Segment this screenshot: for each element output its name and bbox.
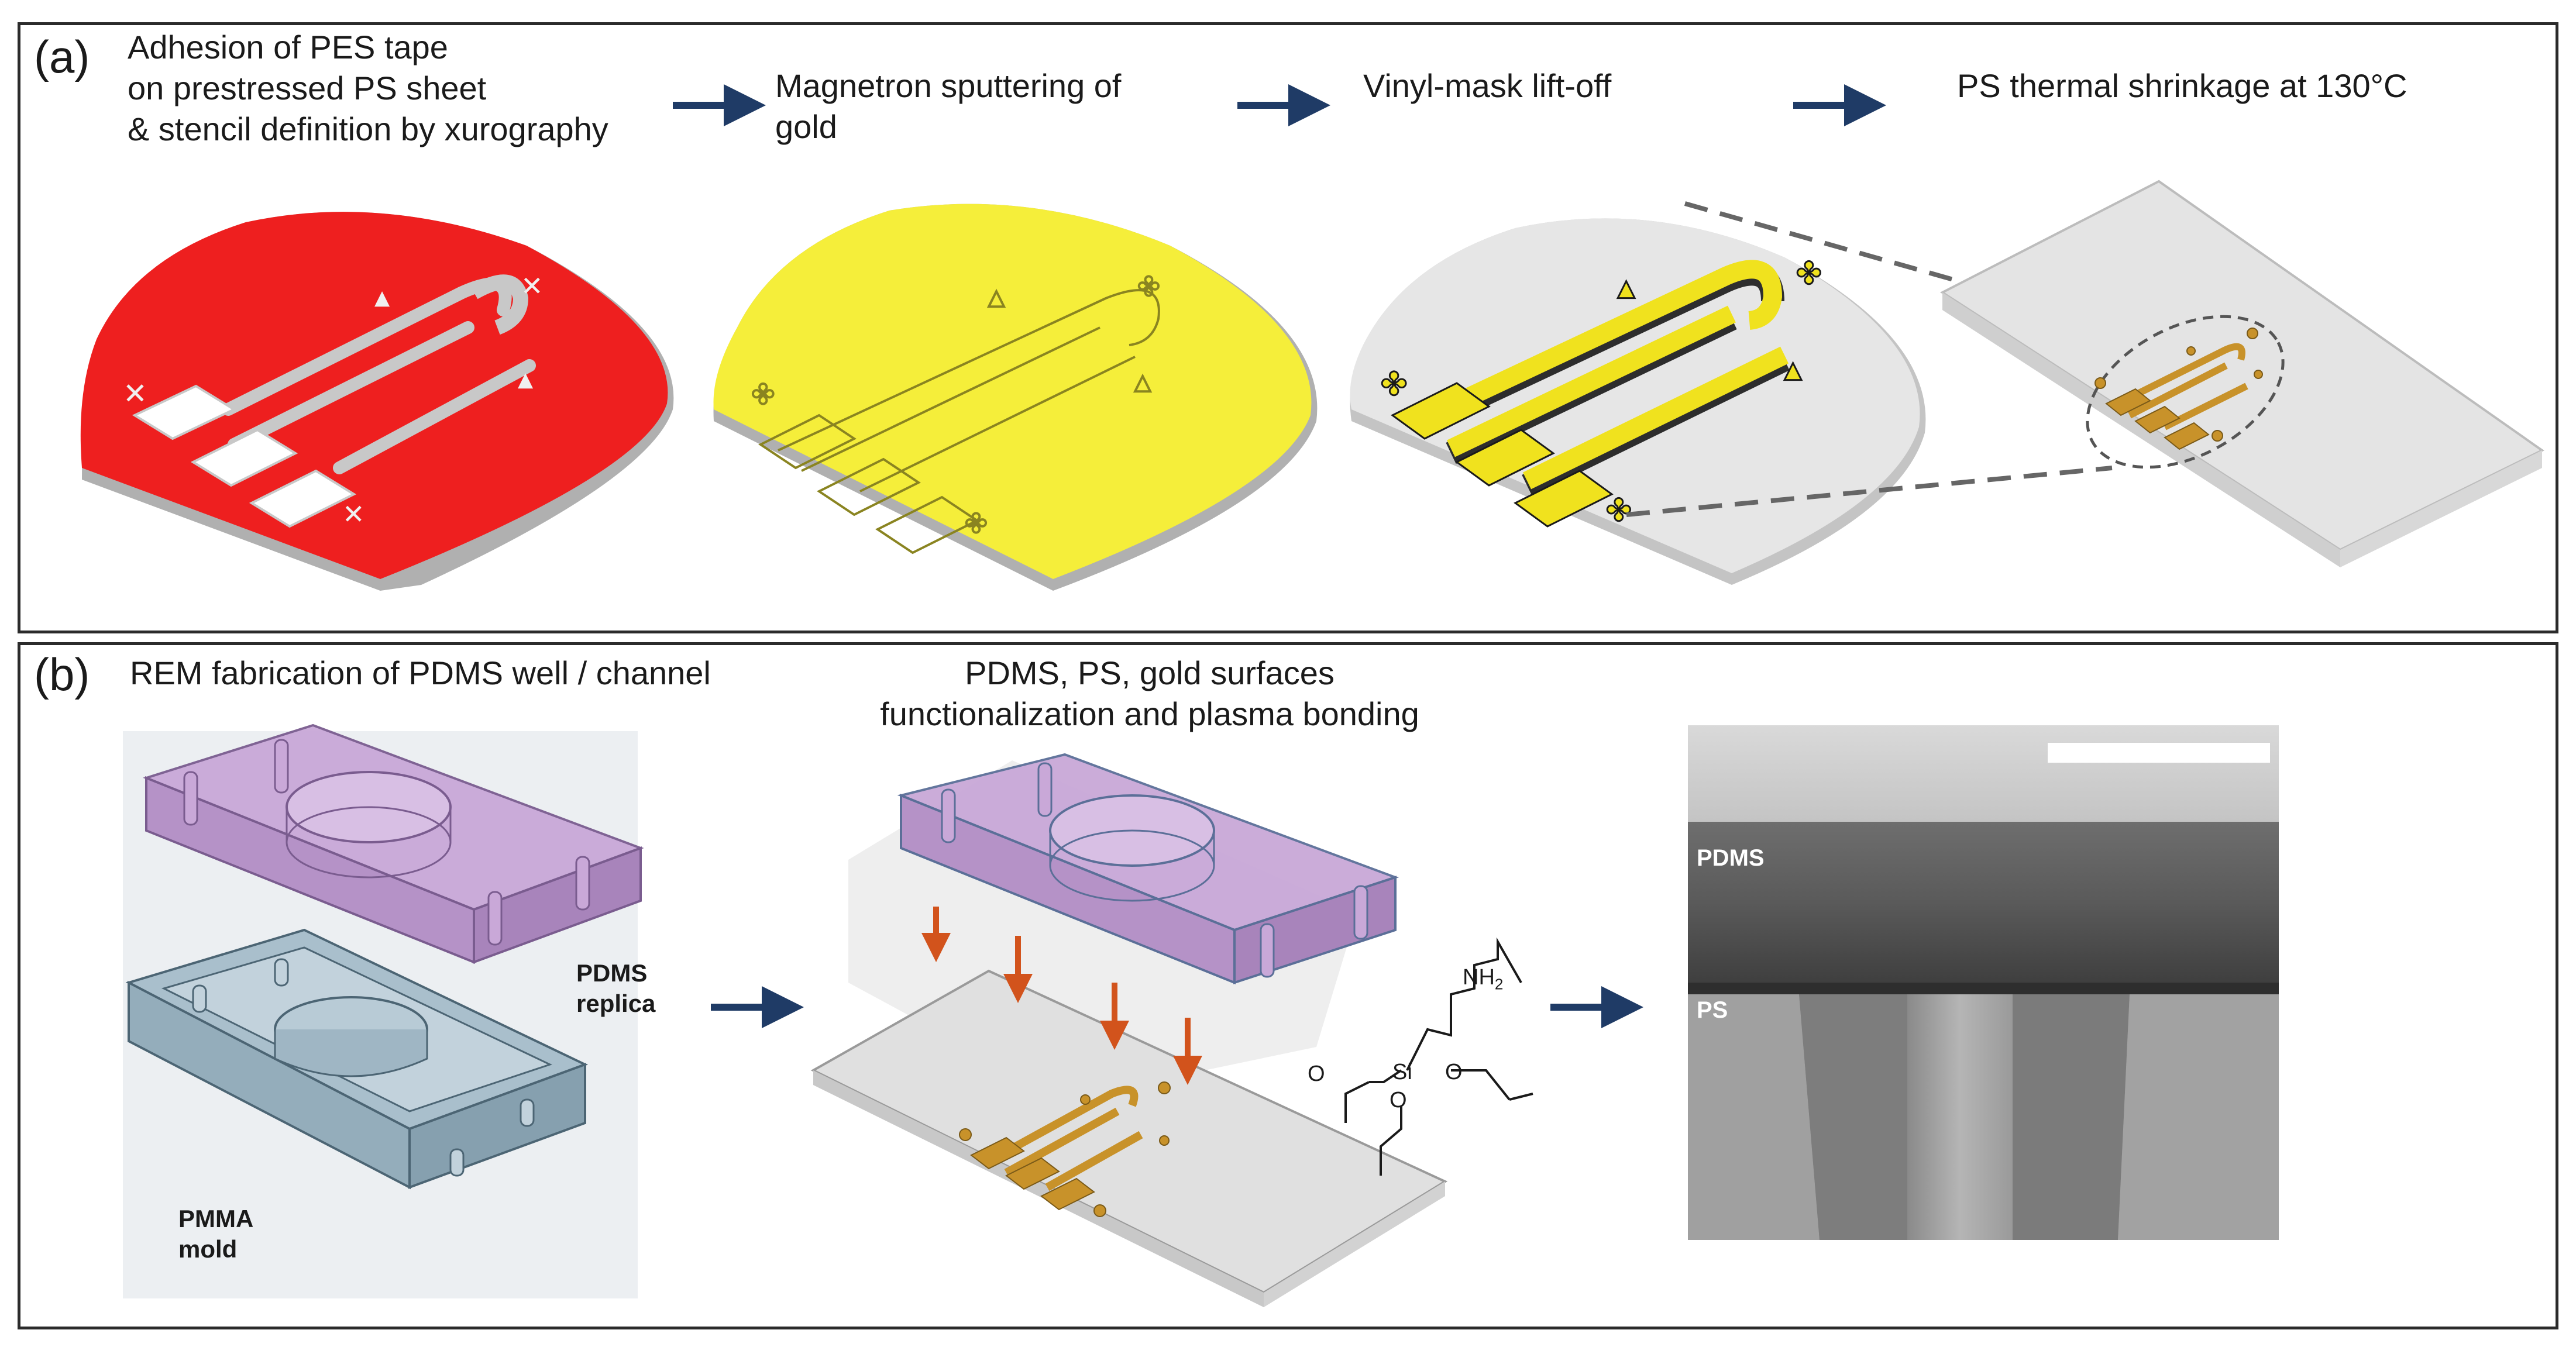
svg-text:✕: ✕ bbox=[342, 498, 365, 530]
panel-b-letter: (b) bbox=[34, 649, 90, 700]
panel-b-step2-label: PDMS, PS, gold surfaces functionalizatio… bbox=[880, 654, 1419, 732]
svg-text:✤: ✤ bbox=[1138, 272, 1160, 302]
svg-text:▲: ▲ bbox=[1135, 371, 1151, 394]
svg-text:▲: ▲ bbox=[1618, 275, 1635, 301]
svg-text:✤: ✤ bbox=[1381, 366, 1407, 402]
chem-o3: O bbox=[1445, 1060, 1463, 1084]
chem-o1: O bbox=[1308, 1062, 1325, 1086]
svg-text:▲: ▲ bbox=[374, 286, 390, 309]
panel-a-step4-label: PS thermal shrinkage at 130°C bbox=[1957, 67, 2408, 104]
pmma-mold-label: PMMA mold bbox=[178, 1205, 254, 1263]
panel-b-step1-label: REM fabrication of PDMS well / channel bbox=[130, 654, 711, 691]
svg-text:▲: ▲ bbox=[989, 286, 1005, 309]
svg-text:✤: ✤ bbox=[752, 378, 775, 410]
svg-text:✤: ✤ bbox=[1796, 256, 1822, 291]
svg-text:✕: ✕ bbox=[521, 270, 544, 302]
chem-o2: O bbox=[1390, 1088, 1407, 1112]
panel-a-letter: (a) bbox=[34, 31, 90, 82]
panel-a-step2-label: Magnetron sputtering of gold bbox=[775, 67, 1122, 145]
svg-text:▲: ▲ bbox=[518, 368, 534, 391]
chem-si: Si bbox=[1392, 1060, 1412, 1084]
panel-a-step1-label: Adhesion of PES tape on prestressed PS s… bbox=[128, 29, 608, 147]
chem-nh2: NH2 bbox=[1463, 965, 1504, 993]
sem-pdms-label: PDMS bbox=[1697, 845, 1765, 871]
panel-a-step3-label: Vinyl-mask lift-off bbox=[1363, 67, 1612, 104]
svg-text:✤: ✤ bbox=[965, 509, 987, 539]
svg-text:▲: ▲ bbox=[1784, 357, 1802, 383]
sem-ps-label: PS bbox=[1697, 997, 1728, 1023]
svg-text:✤: ✤ bbox=[1606, 493, 1632, 528]
svg-text:✕: ✕ bbox=[123, 377, 147, 411]
pdms-replica-label: PDMS replica bbox=[576, 959, 656, 1017]
